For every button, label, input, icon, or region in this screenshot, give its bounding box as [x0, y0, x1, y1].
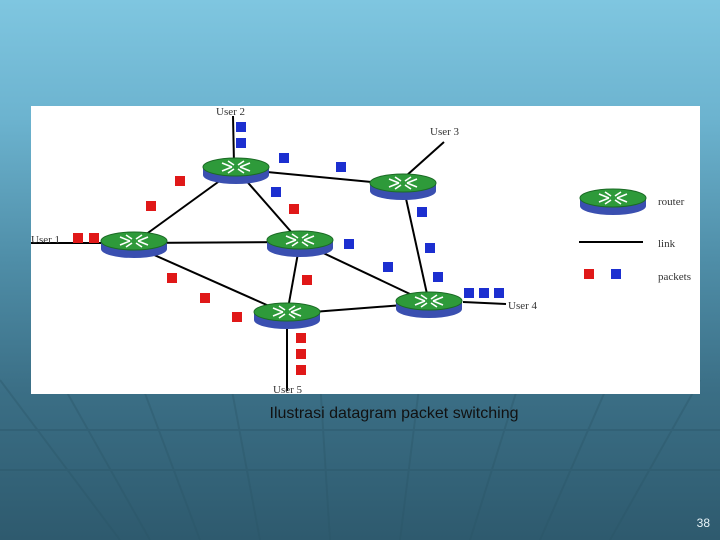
- legend-router-icon: [579, 188, 647, 216]
- packet-blue: [433, 272, 443, 282]
- link-user3-router3: [405, 141, 445, 177]
- router-icon: [369, 173, 437, 201]
- packet-red: [89, 233, 99, 243]
- network-links: [31, 115, 643, 391]
- red-packets: [73, 176, 594, 375]
- packet-red: [175, 176, 185, 186]
- packet-red: [296, 365, 306, 375]
- link-r3-r5: [402, 184, 430, 304]
- packet-red: [146, 201, 156, 211]
- packet-red: [167, 273, 177, 283]
- label-user-4: User 4: [508, 300, 538, 312]
- router-icon: [266, 230, 334, 258]
- network-diagram: User 1 User 2 User 3 User 4 User 5 route…: [31, 106, 700, 394]
- packet-blue: [479, 288, 489, 298]
- packet-red: [296, 333, 306, 343]
- packet-red: [302, 275, 312, 285]
- legend-packets-label: packets: [658, 271, 691, 283]
- network-diagram-svg: User 1 User 2 User 3 User 4 User 5 route…: [31, 106, 691, 394]
- packet-red: [232, 312, 242, 322]
- legend-packet-red: [584, 269, 594, 279]
- link-user2-router2: [232, 115, 235, 165]
- packet-red: [200, 293, 210, 303]
- packet-blue: [383, 262, 393, 272]
- blue-packets: [236, 122, 621, 298]
- router-icon: [100, 231, 168, 259]
- label-user-3: User 3: [430, 126, 460, 138]
- packet-blue: [417, 207, 427, 217]
- packet-blue: [279, 153, 289, 163]
- slide-number: 38: [696, 516, 710, 530]
- router-icon: [202, 157, 270, 185]
- label-user-5: User 5: [273, 384, 303, 394]
- packet-blue: [464, 288, 474, 298]
- legend-link-label: link: [658, 238, 676, 250]
- legend-packet-blue: [611, 269, 621, 279]
- slide-caption: Ilustrasi datagram packet switching: [269, 405, 519, 422]
- packet-blue: [425, 243, 435, 253]
- packet-blue: [271, 187, 281, 197]
- packet-red: [73, 233, 83, 243]
- packet-blue: [344, 239, 354, 249]
- packet-blue: [236, 122, 246, 132]
- router-icon: [253, 302, 321, 330]
- router-icon: [395, 291, 463, 319]
- link-router5-user4: [462, 301, 507, 305]
- link-r1-r6: [133, 245, 288, 315]
- legend-router-label: router: [658, 196, 685, 208]
- packet-red: [289, 204, 299, 214]
- packet-red: [296, 349, 306, 359]
- packet-blue: [494, 288, 504, 298]
- packet-blue: [236, 138, 246, 148]
- label-user-1: User 1: [31, 234, 60, 246]
- label-user-2: User 2: [216, 106, 245, 118]
- packet-blue: [336, 162, 346, 172]
